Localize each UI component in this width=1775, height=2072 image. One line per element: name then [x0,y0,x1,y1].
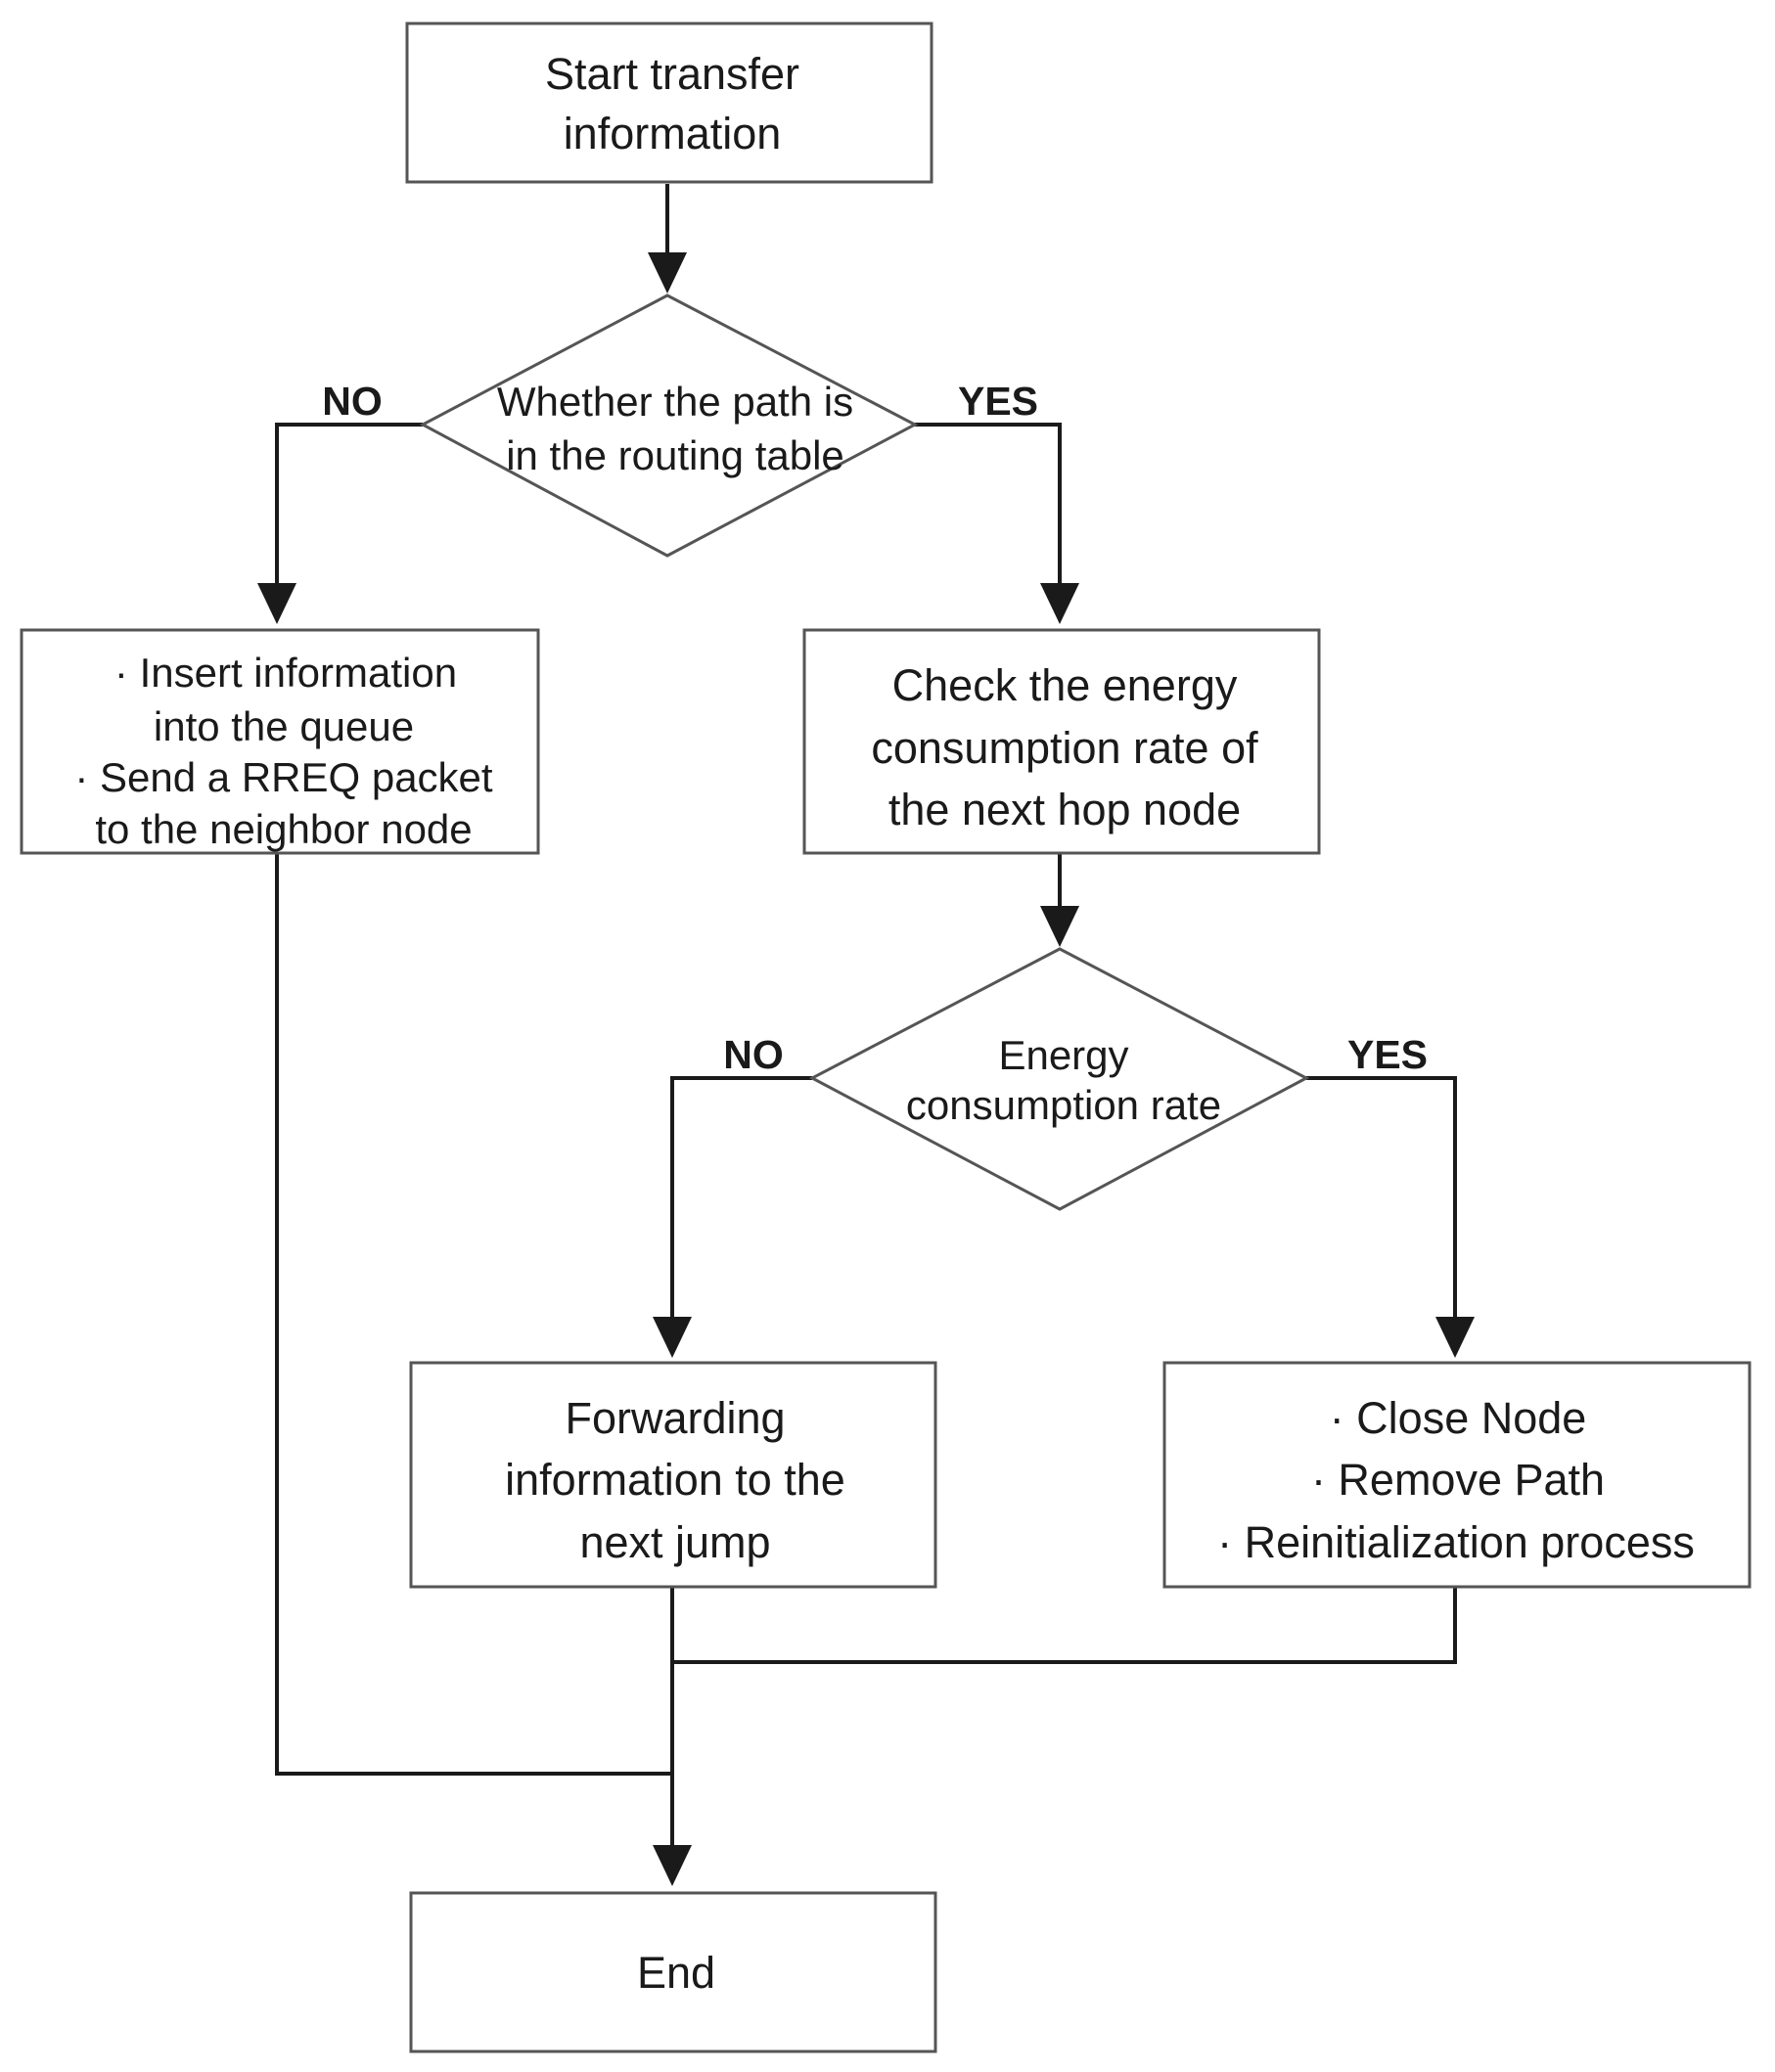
queue-line-1: · Insert information [114,650,457,696]
arrowhead-routing-yes-to-check [1040,583,1079,624]
forwarding-node: Forwarding information to the next jump [409,1361,937,1589]
check-energy-node: Check the energy consumption rate of the… [802,628,1321,855]
routing-yes-label: YES [958,379,1038,424]
close-line-3: · Reinitialization process [1217,1517,1695,1567]
forward-line-3: next jump [579,1517,770,1567]
check-line-2: consumption rate of [871,723,1258,773]
arrowhead-energy-no-to-forward [653,1317,692,1358]
end-node: End [409,1891,937,2053]
close-node-node: · Close Node · Remove Path · Reinitializ… [1162,1361,1752,1589]
arrowhead-start-to-routing-decision [648,252,687,293]
arrowhead-check-to-energy-decision [1040,906,1079,947]
routing-table-decision: Whether the path is in the routing table… [322,293,1038,558]
arrowhead-routing-no-to-queue [257,583,296,624]
energy-decision-line-1: Energy [998,1032,1128,1078]
arrowhead-energy-yes-to-close [1435,1317,1475,1358]
routing-no-label: NO [322,379,383,424]
energy-rate-decision: Energy consumption rate NO YES [723,947,1428,1211]
connectors [257,184,1475,1886]
energy-yes-label: YES [1347,1032,1428,1077]
connector-routing-yes-to-check [915,423,1062,587]
start-line-2: information [564,109,782,158]
arrowhead-merge-to-end [653,1845,692,1886]
close-line-1: · Close Node [1330,1393,1587,1443]
end-label: End [637,1948,715,1998]
queue-node: · Insert information into the queue · Se… [20,628,540,855]
queue-line-2: into the queue [154,703,414,749]
check-line-1: Check the energy [892,660,1238,710]
start-node: Start transfer information [405,22,933,184]
energy-no-label: NO [723,1032,784,1077]
close-line-2: · Remove Path [1311,1455,1605,1505]
routing-decision-line-2: in the routing table [506,432,844,478]
forward-line-2: information to the [505,1455,845,1505]
connector-queue-to-merge [275,854,672,1776]
connector-forward-close-merge [670,1587,1457,1664]
queue-line-3: · Send a RREQ packet [74,754,493,800]
check-line-3: the next hop node [888,785,1241,834]
forward-line-1: Forwarding [565,1393,785,1443]
connector-routing-no-to-queue [275,423,423,587]
energy-decision-line-2: consumption rate [906,1082,1221,1128]
routing-decision-line-1: Whether the path is [497,379,853,425]
connector-energy-yes-to-close [1306,1076,1457,1321]
connector-energy-no-to-forward [670,1076,812,1321]
queue-line-4: to the neighbor node [95,806,472,852]
start-line-1: Start transfer [545,49,799,99]
